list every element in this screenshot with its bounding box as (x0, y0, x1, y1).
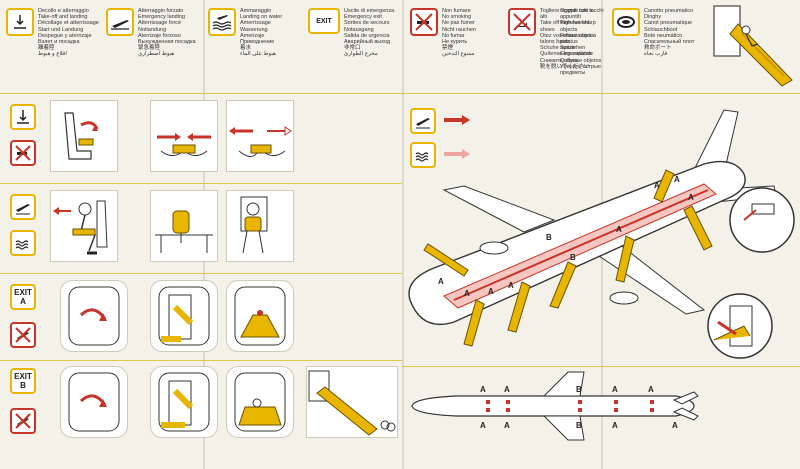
door-label: A (674, 175, 680, 184)
floorplan-door-label: A (612, 421, 618, 430)
no-takeoff-icon (10, 322, 36, 348)
floorplan-door-label: A (480, 385, 486, 394)
exit-b-icon: EXIT B (10, 368, 36, 394)
slide-deploy-illustration (713, 5, 793, 87)
no-smoking-icon (10, 140, 36, 166)
floorplan-door-label: A (648, 385, 654, 394)
door-a-closed-panel (60, 280, 128, 352)
emergency-landing-icon (10, 194, 36, 220)
door-label: B (570, 253, 576, 262)
no-shoes-icon (508, 8, 536, 36)
floorplan-door-label: A (672, 421, 678, 430)
aircraft-evacuation-diagram: A A A A B B A A A A (408, 109, 795, 359)
slide-a-panel (226, 280, 294, 352)
floorplan-door-label: B (576, 385, 582, 394)
exit-sign: EXIT (308, 8, 340, 34)
remove-shoes-text: Togliere scarpe con tacchi alti Take off… (540, 8, 604, 70)
divider (0, 183, 402, 184)
floorplan-door-label: A (612, 385, 618, 394)
takeoff-icon (10, 104, 36, 130)
takeoff-landing-icon (6, 8, 34, 36)
emergency-exit-text: Uscite di emergenza Emergency exit Sorti… (344, 8, 395, 58)
floorplan-door-label: A (480, 421, 486, 430)
brace-position-panel (50, 190, 118, 262)
water-landing-icon (10, 230, 36, 256)
door-label: B (546, 233, 552, 242)
water-arrow-icon (444, 149, 470, 159)
divider (0, 360, 402, 361)
land-arrow-icon (444, 115, 470, 125)
water-landing-icon (208, 8, 236, 36)
emergency-landing-icon (410, 108, 436, 134)
exit-a-icon: EXIT A (10, 284, 36, 310)
release-belt-panel (226, 100, 294, 172)
door-b-closed-panel (60, 366, 128, 438)
divider (0, 273, 402, 274)
water-landing-text: Ammaraggio Landing on water Amerrissage … (240, 8, 283, 58)
door-label: A (464, 289, 470, 298)
door-label: A (616, 225, 622, 234)
life-raft-text: Canotto pneumatico Dinghy Canot pneumati… (644, 8, 695, 58)
life-vest-panel (150, 190, 218, 262)
fasten-belt-panel (150, 100, 218, 172)
remove-objects-text: Oggetti tutti e appuntiti Remove sharp o… (560, 8, 602, 77)
no-takeoff-icon (10, 408, 36, 434)
emergency-landing-text: Atterraggio forzato Emergency landing At… (138, 8, 196, 58)
door-label: A (438, 277, 444, 286)
life-raft-icon (612, 8, 640, 36)
no-smoking-icon (410, 8, 438, 36)
door-label: A (488, 287, 494, 296)
emergency-landing-icon (106, 8, 134, 36)
floorplan-door-label: A (504, 385, 510, 394)
seat-upright-panel (50, 100, 118, 172)
door-label: A (654, 181, 660, 190)
no-smoking-text: Non fumare No smoking Ne pas fumer Nicht… (442, 8, 476, 58)
divider (0, 93, 800, 94)
water-landing-icon (410, 142, 436, 168)
floorplan-door-label: A (504, 421, 510, 430)
vest-on-panel (226, 190, 294, 262)
fold-line (402, 0, 404, 469)
divider (402, 366, 800, 367)
slide-evacuation-panel (306, 366, 398, 438)
door-label: A (688, 193, 694, 202)
floorplan-door-label: B (576, 421, 582, 430)
door-label: A (508, 281, 514, 290)
takeoff-landing-text: Decollo e atterraggio Take-off and landi… (38, 8, 99, 58)
door-b-open-panel (150, 366, 218, 438)
slide-b-panel (226, 366, 294, 438)
floorplan-diagram: A A A A B B A A A A (411, 371, 699, 441)
door-a-open-panel (150, 280, 218, 352)
